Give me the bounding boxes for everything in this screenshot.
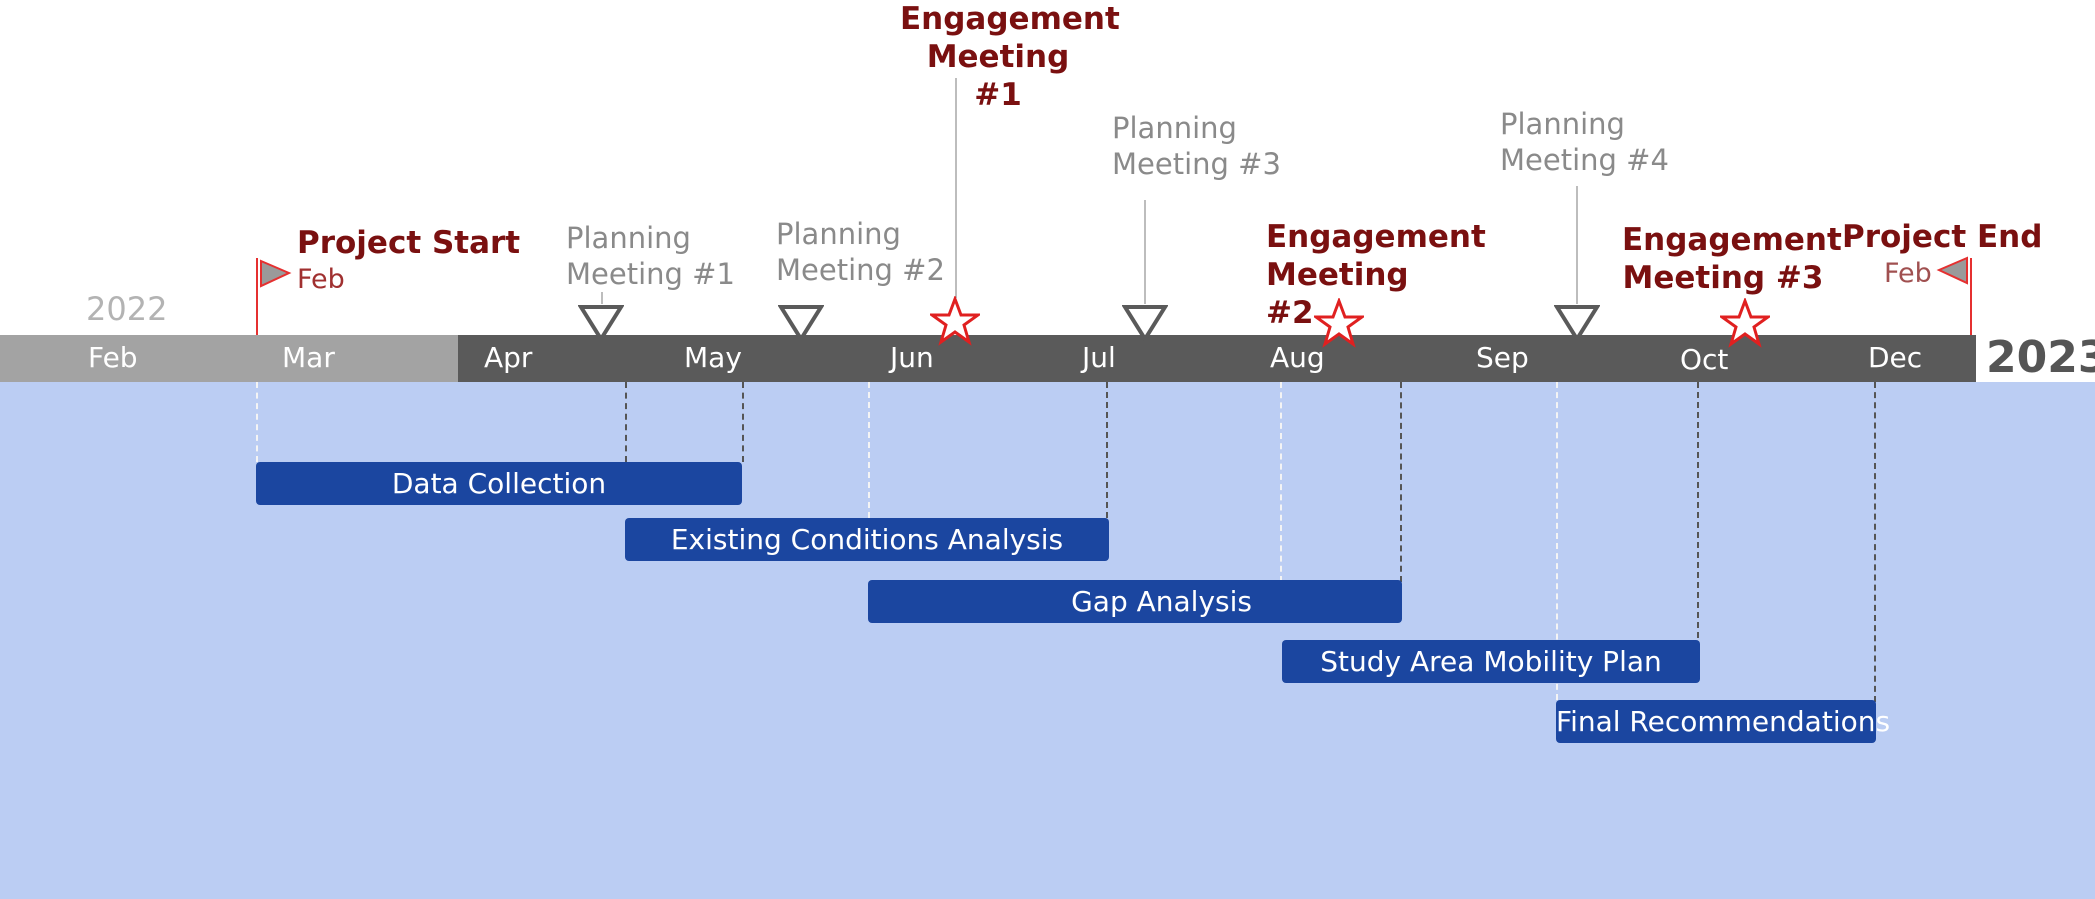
- task-bar-existing-conditions-analysis[interactable]: Existing Conditions Analysis: [625, 518, 1109, 561]
- planning-meeting-2-triangle-icon: [778, 305, 824, 342]
- task-start-connector: [868, 382, 870, 518]
- project-start-flag-icon: [260, 259, 292, 288]
- task-connector: [625, 382, 627, 462]
- task-end-connector: [1106, 382, 1108, 518]
- month-label: Apr: [484, 341, 533, 374]
- planning-meeting-3-label: Planning Meeting #3: [1112, 111, 1281, 181]
- planning-meeting-4-triangle-icon: [1554, 305, 1600, 342]
- task-end-connector: [1697, 382, 1699, 648]
- planning-meeting-4-stem: [1576, 186, 1578, 304]
- project-end-flag-icon: [1936, 256, 1968, 285]
- task-end-connector: [742, 382, 744, 462]
- engagement-meeting-2-label: Engagement Meeting #2: [1266, 219, 1486, 331]
- planning-meeting-1-triangle-icon: [578, 305, 624, 342]
- schedule-panel: [0, 382, 2095, 899]
- month-label: Dec: [1868, 341, 1923, 374]
- task-start-connector: [1280, 382, 1282, 582]
- engagement-meeting-1-stem: [955, 78, 957, 298]
- month-label: Jul: [1082, 341, 1116, 374]
- month-label: Aug: [1270, 341, 1325, 374]
- project-end-date: Feb: [1884, 258, 1932, 289]
- project-end-label: Project End: [1842, 219, 2043, 255]
- month-label: Mar: [282, 341, 335, 374]
- month-label: Feb: [88, 341, 138, 374]
- timeline-band-past: [0, 335, 458, 382]
- year-start-label: 2022: [86, 290, 168, 328]
- project-start-label: Project Start: [297, 225, 521, 261]
- engagement-meeting-3-label: Engagement Meeting #3: [1622, 222, 1842, 296]
- planning-meeting-3-stem: [1144, 200, 1146, 304]
- month-label: Jun: [890, 341, 934, 374]
- project-end-flag-pole: [1970, 258, 1972, 335]
- month-label: Oct: [1680, 343, 1729, 376]
- month-label: Sep: [1476, 341, 1529, 374]
- planning-meeting-3-triangle-icon: [1122, 305, 1168, 342]
- task-end-connector: [1874, 382, 1876, 702]
- task-end-connector: [1400, 382, 1402, 582]
- engagement-meeting-1-label: Engagement Meeting #1: [900, 1, 1120, 113]
- year-end-label: 2023: [1986, 332, 2095, 383]
- project-start-flag-pole: [256, 258, 258, 335]
- task-bar-gap-analysis[interactable]: Gap Analysis: [868, 580, 1402, 623]
- task-bar-data-collection[interactable]: Data Collection: [256, 462, 742, 505]
- engagement-meeting-1-star-icon: [930, 296, 980, 346]
- timeline-band: [458, 335, 1976, 382]
- engagement-meeting-3-star-icon: [1720, 298, 1770, 348]
- planning-meeting-4-label: Planning Meeting #4: [1500, 107, 1669, 177]
- project-start-date: Feb: [297, 264, 345, 295]
- task-bar-study-area-mobility-plan[interactable]: Study Area Mobility Plan: [1282, 640, 1700, 683]
- month-label: May: [684, 341, 742, 374]
- task-bar-final-recommendations[interactable]: Final Recommendations: [1556, 700, 1890, 743]
- task-start-connector: [256, 382, 258, 462]
- planning-meeting-2-label: Planning Meeting #2: [776, 217, 945, 287]
- planning-meeting-1-stem: [601, 292, 603, 304]
- engagement-meeting-2-star-icon: [1314, 298, 1364, 348]
- task-start-connector: [1556, 382, 1558, 700]
- planning-meeting-1-label: Planning Meeting #1: [566, 221, 735, 291]
